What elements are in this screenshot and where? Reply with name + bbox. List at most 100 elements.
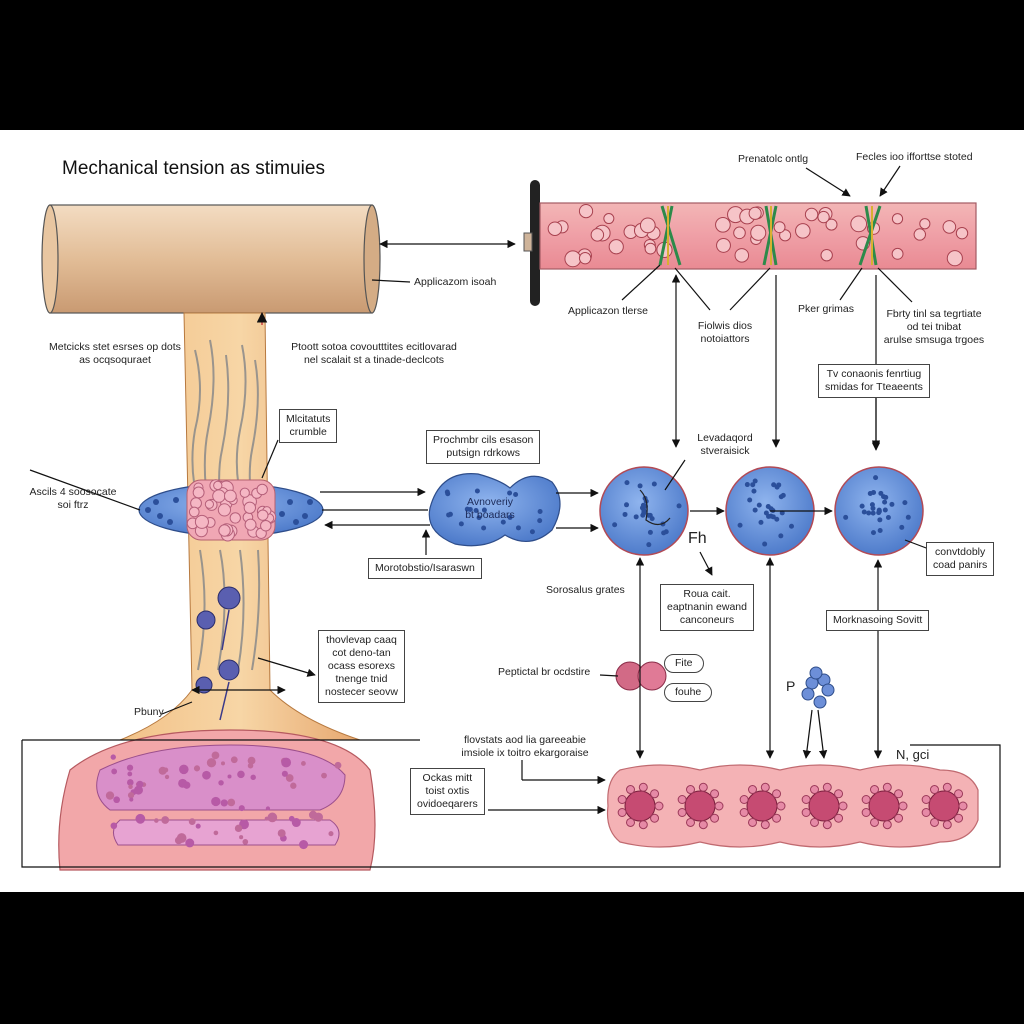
tissue-dot [328, 831, 334, 837]
label-flovstats: flovstats aod lia gareeabie imsiole ix t… [440, 734, 610, 760]
cell-dot [633, 514, 639, 520]
box-prochmbr-line1: Prochmbr cils esason [433, 434, 534, 446]
box-thovlevap-line4: tnenge tnid [335, 673, 388, 685]
bar-cell [644, 242, 657, 255]
cell-dot [458, 521, 464, 527]
strip-granule [626, 785, 635, 795]
cell-dot [758, 519, 764, 525]
cell-dot [766, 513, 772, 519]
strip-granule [698, 820, 708, 830]
tissue-dot [128, 784, 133, 789]
strip-granule [772, 789, 782, 799]
bar-cell [590, 228, 605, 242]
label-ascils-line1: Ascils 4 soosocate [29, 486, 117, 498]
tissue-dot [164, 774, 170, 780]
box-morknasing: Morknasoing Sovitt [826, 610, 930, 631]
strip-granule [861, 807, 871, 817]
bar-cell [817, 210, 830, 224]
label-fiolwis-line2: notoiattors [700, 333, 750, 345]
box-roua-line3: canconeurs [679, 614, 735, 626]
cell-dot [902, 500, 908, 506]
box-tv-line2: smidas for Tteaeents [825, 381, 923, 393]
cell-dot [750, 482, 756, 488]
cell-dot [882, 507, 888, 513]
label-ascils-line2: soi ftrz [57, 499, 89, 511]
box-thovlevap-line2: cot deno-tan [332, 647, 391, 659]
diagram-art [21, 165, 1001, 871]
label-fiolwis-line1: Fiolwis dios [697, 320, 753, 332]
strip-granule [954, 813, 964, 823]
bottom-right-strip [606, 764, 979, 848]
cell-dot [647, 529, 653, 535]
tissue-dot [242, 838, 249, 845]
box-thovlevap-line1: thovlevap caaq [326, 634, 397, 646]
bar-cell [850, 215, 868, 233]
box-thovlevap: thovlevap caaq cot deno-tan ocass esorex… [318, 630, 405, 703]
tissue-dot [135, 813, 146, 824]
strip-granule [654, 801, 664, 811]
tissue-dot [127, 771, 133, 777]
strip-granule [677, 795, 687, 805]
cell-dot [537, 518, 543, 524]
strip-granule [894, 789, 904, 799]
tissue-dot [221, 761, 226, 766]
tissue-dot [126, 764, 134, 771]
cell-dot [515, 525, 521, 531]
tissue-dot [321, 772, 327, 779]
cell-dot [899, 524, 905, 530]
tissue-dot [220, 799, 228, 807]
strip-granule [677, 807, 687, 817]
bar-cell [748, 206, 762, 220]
tissue-dot [179, 764, 189, 775]
cell-dot [744, 482, 750, 488]
strip-granule [822, 782, 832, 792]
label-fh: Fh [688, 530, 707, 547]
label-levadated: Levadaqord stveraisick [680, 432, 770, 458]
tissue-dot [185, 838, 195, 848]
cell-dot [302, 513, 308, 519]
bar-cell [564, 250, 582, 268]
tissue-dot [301, 761, 306, 766]
cell-dot [885, 514, 891, 520]
box-tv: Tv conaonis fenrtiug smidas for Tteaeent… [818, 364, 930, 398]
cell-dot [649, 516, 655, 522]
cell-dot [481, 507, 487, 513]
cluster-cell [257, 509, 269, 521]
strip-granule [739, 807, 749, 817]
cell-dot [859, 503, 865, 509]
strip-granule [739, 795, 749, 805]
pill-fouhe: fouhe [664, 683, 713, 702]
strip-granule [954, 789, 964, 799]
strip-granule [834, 813, 844, 823]
cell-dot [866, 510, 872, 516]
cluster-cell [204, 499, 215, 509]
bar-cell [955, 226, 969, 240]
cell-dot [883, 494, 889, 500]
box-roua-line1: Roua cait. [683, 588, 731, 600]
cluster-cell [213, 480, 223, 491]
tissue-dot [308, 810, 318, 820]
cluster-cell [229, 512, 241, 524]
strip-granule [617, 795, 627, 805]
cell-dot [307, 499, 313, 505]
label-top-mid: Prenatolc ontlg [738, 153, 809, 165]
strip-granule [760, 820, 770, 830]
cell-dot [779, 510, 785, 516]
strip-granule [686, 785, 695, 795]
cell-dot [640, 502, 646, 508]
cell-dot [646, 542, 652, 548]
cluster-cell [217, 503, 232, 517]
tissue-dot [281, 757, 292, 768]
box-ockas-line2: toist oxtis [425, 785, 470, 797]
diagram-canvas: Mechanical tension as stimuies [0, 130, 1024, 892]
tissue-dot [195, 823, 201, 829]
label-fbrty: Fbrty tinl sa tegrtiate od tei tnibat ar… [876, 308, 992, 347]
strip-granule [898, 801, 908, 811]
cell-dot [877, 517, 883, 523]
bar-cell [639, 217, 656, 234]
pill-fite: Fite [664, 654, 704, 673]
label-levadated-line2: stveraisick [700, 445, 750, 457]
label-p: P [786, 678, 796, 694]
cell-dot [756, 502, 762, 508]
cell-dot [752, 507, 758, 513]
